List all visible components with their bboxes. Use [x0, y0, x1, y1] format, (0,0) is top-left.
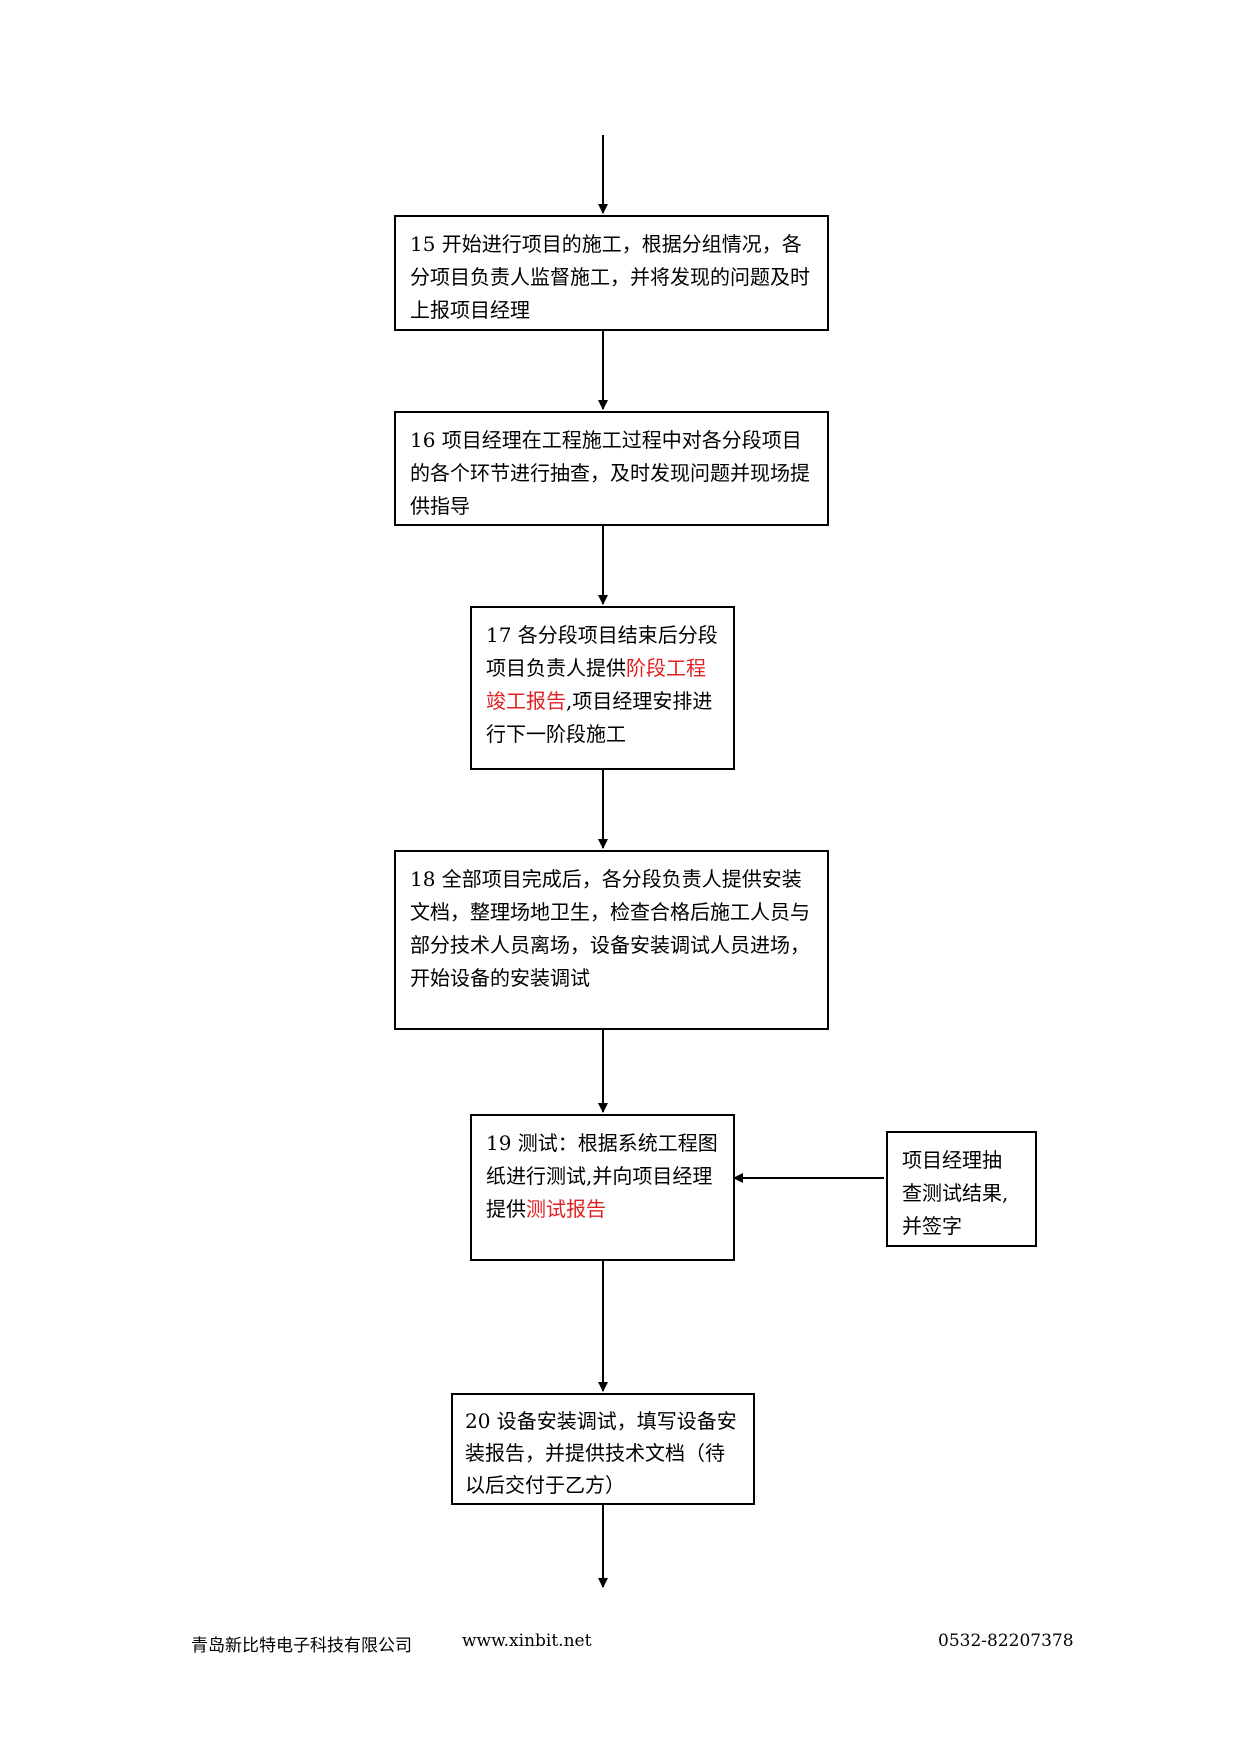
- step-16-box: 16 项目经理在工程施工过程中对各分段项目的各个环节进行抽查，及时发现问题并现场…: [394, 411, 829, 526]
- step-17-text: 17 各分段项目结束后分段项目负责人提供: [486, 623, 718, 680]
- step-15-text: 15 开始进行项目的施工，根据分组情况，各分项目负责人监督施工，并将发现的问题及…: [410, 232, 810, 322]
- step-20-text: 20 设备安装调试，填写设备安装报告，并提供技术文档（待以后交付于乙方）: [465, 1409, 737, 1497]
- footer-website: www.xinbit.net: [462, 1631, 592, 1651]
- footer-phone: 0532-82207378: [938, 1631, 1074, 1651]
- manager-check-text: 项目经理抽查测试结果,并签字: [902, 1148, 1009, 1238]
- step-17-text-end: ,项目经理安排进行下一阶段施工: [486, 689, 713, 746]
- step-19-box: 19 测试：根据系统工程图纸进行测试,并向项目经理提供测试报告: [470, 1114, 735, 1261]
- step-17-box: 17 各分段项目结束后分段项目负责人提供阶段工程竣工报告,项目经理安排进行下一阶…: [470, 606, 735, 770]
- test-report-link: 测试报告: [526, 1197, 606, 1221]
- step-15-box: 15 开始进行项目的施工，根据分组情况，各分项目负责人监督施工，并将发现的问题及…: [394, 215, 829, 331]
- manager-check-box: 项目经理抽查测试结果,并签字: [886, 1131, 1037, 1247]
- stage-completion-report-link: 阶段工程竣工报告: [486, 656, 706, 713]
- step-16-text: 16 项目经理在工程施工过程中对各分段项目的各个环节进行抽查，及时发现问题并现场…: [410, 428, 810, 518]
- footer-company: 青岛新比特电子科技有限公司: [191, 1636, 412, 1656]
- step-18-box: 18 全部项目完成后，各分段负责人提供安装文档，整理场地卫生，检查合格后施工人员…: [394, 850, 829, 1030]
- step-20-box: 20 设备安装调试，填写设备安装报告，并提供技术文档（待以后交付于乙方）: [451, 1393, 755, 1505]
- step-18-text: 18 全部项目完成后，各分段负责人提供安装文档，整理场地卫生，检查合格后施工人员…: [410, 867, 810, 990]
- step-19-text: 19 测试：根据系统工程图纸进行测试,并向项目经理提供: [486, 1131, 718, 1221]
